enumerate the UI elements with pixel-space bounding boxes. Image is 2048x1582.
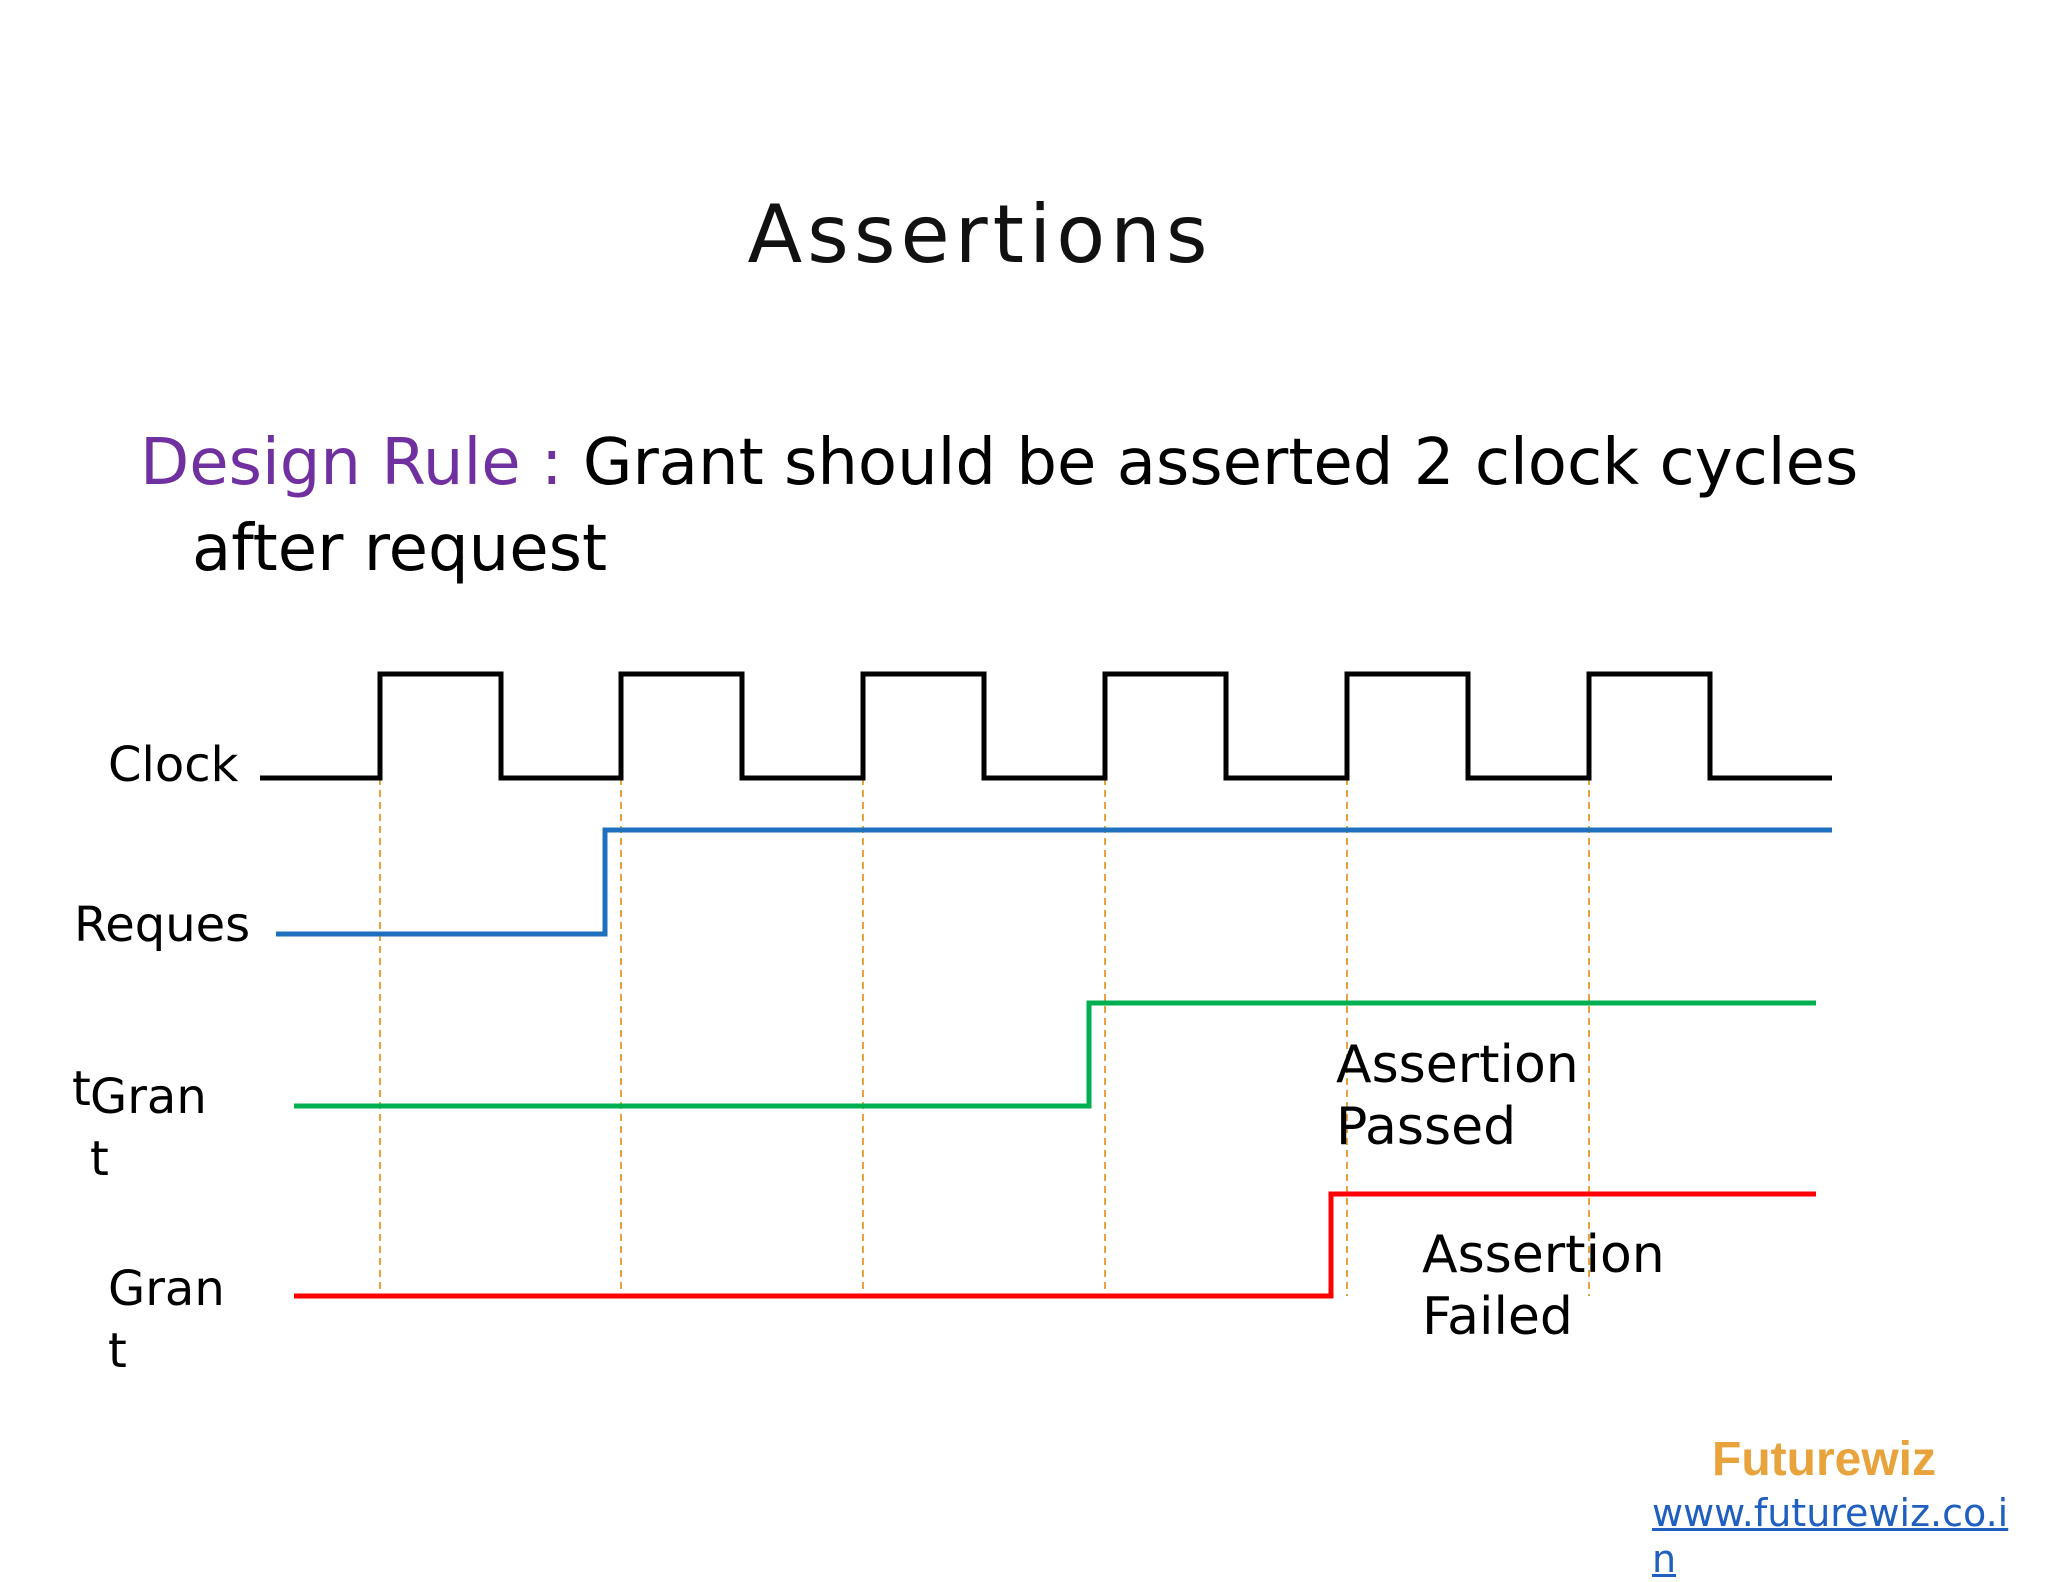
grant-pass-label-top: t: [72, 1061, 91, 1117]
assertion-failed-annotation: Assertion Failed: [1422, 1225, 1665, 1347]
design-rule-label: Design Rule :: [140, 426, 563, 500]
grant-pass-label-main: Gran: [90, 1069, 207, 1125]
grant-pass-waveform: [294, 1000, 1816, 1109]
request-label: Reques: [74, 897, 251, 953]
brand-logo-text: Futurewiz: [1712, 1433, 1936, 1486]
assertion-passed-annotation: Assertion Passed: [1336, 1035, 1579, 1157]
clock-label: Clock: [108, 737, 239, 793]
grant-fail-label: Gran t: [108, 1261, 225, 1379]
grant-fail-waveform: [294, 1191, 1816, 1299]
request-waveform: [276, 827, 1832, 937]
design-rule-text: Grant should be asserted 2 clock cycles …: [192, 426, 1859, 586]
design-rule: Design Rule : Grant should be asserted 2…: [140, 420, 2012, 592]
timing-diagram: [260, 671, 1832, 1299]
slide: Assertions Design Rule : Grant should be…: [72, 188, 2012, 1581]
clock-edge-guides: [379, 778, 1590, 1296]
clock-waveform: [260, 671, 1832, 781]
grant-pass-label-bottom: t: [90, 1131, 109, 1187]
slide-title: Assertions: [747, 188, 1213, 281]
website-link[interactable]: www.futurewiz.co.in: [1652, 1491, 2009, 1581]
